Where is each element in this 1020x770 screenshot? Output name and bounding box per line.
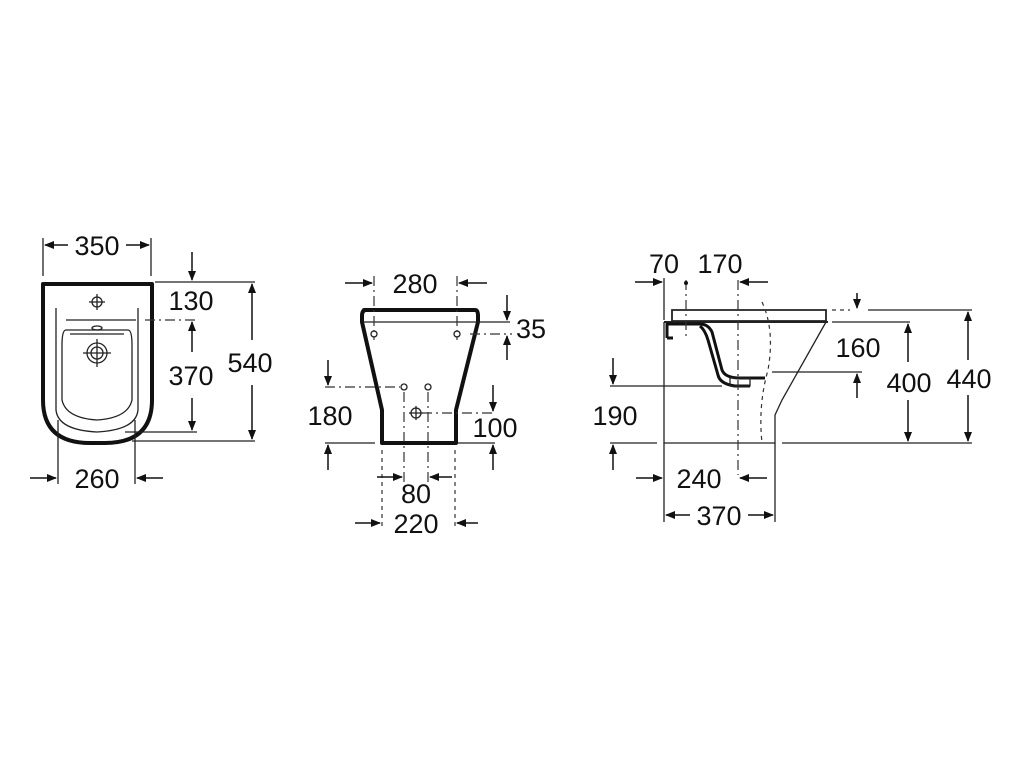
bidet-outline [41, 282, 154, 445]
side-body [663, 321, 827, 444]
basin-bowl [61, 329, 133, 421]
dim-70: 70 [649, 249, 679, 279]
tap-hole-icon [89, 294, 105, 310]
dim-220: 220 [393, 509, 438, 539]
dim-170: 170 [697, 249, 742, 279]
inlet-icon [424, 383, 432, 391]
dim-160: 160 [835, 333, 880, 363]
bowl-section [665, 322, 765, 388]
dim-35: 35 [516, 314, 546, 344]
inlet-icon [400, 383, 408, 391]
dim-190: 190 [592, 401, 637, 431]
side-view: 70 170 160 400 440 190 240 370 [592, 249, 991, 531]
top-view: 350 130 370 540 260 [30, 231, 273, 494]
dim-240: 240 [676, 464, 721, 494]
dim-400: 400 [886, 368, 931, 398]
dim-540: 540 [227, 348, 272, 378]
rear-outline [360, 308, 480, 445]
dim-width-350: 350 [74, 231, 119, 261]
dim-80: 80 [401, 479, 431, 509]
dim-260: 260 [74, 464, 119, 494]
basin-inner [55, 308, 139, 433]
dim-100: 100 [472, 413, 517, 443]
rear-view: 280 35 180 100 80 220 [307, 269, 546, 539]
dim-130: 130 [168, 286, 213, 316]
dim-440: 440 [946, 364, 991, 394]
dim-280: 280 [392, 269, 437, 299]
drain-icon [83, 339, 111, 367]
outlet-icon [409, 406, 423, 420]
hidden-outline [760, 301, 772, 444]
seat-lid [671, 309, 827, 322]
dim-370-depth: 370 [696, 501, 741, 531]
dim-370: 370 [168, 361, 213, 391]
dim-180: 180 [307, 401, 352, 431]
